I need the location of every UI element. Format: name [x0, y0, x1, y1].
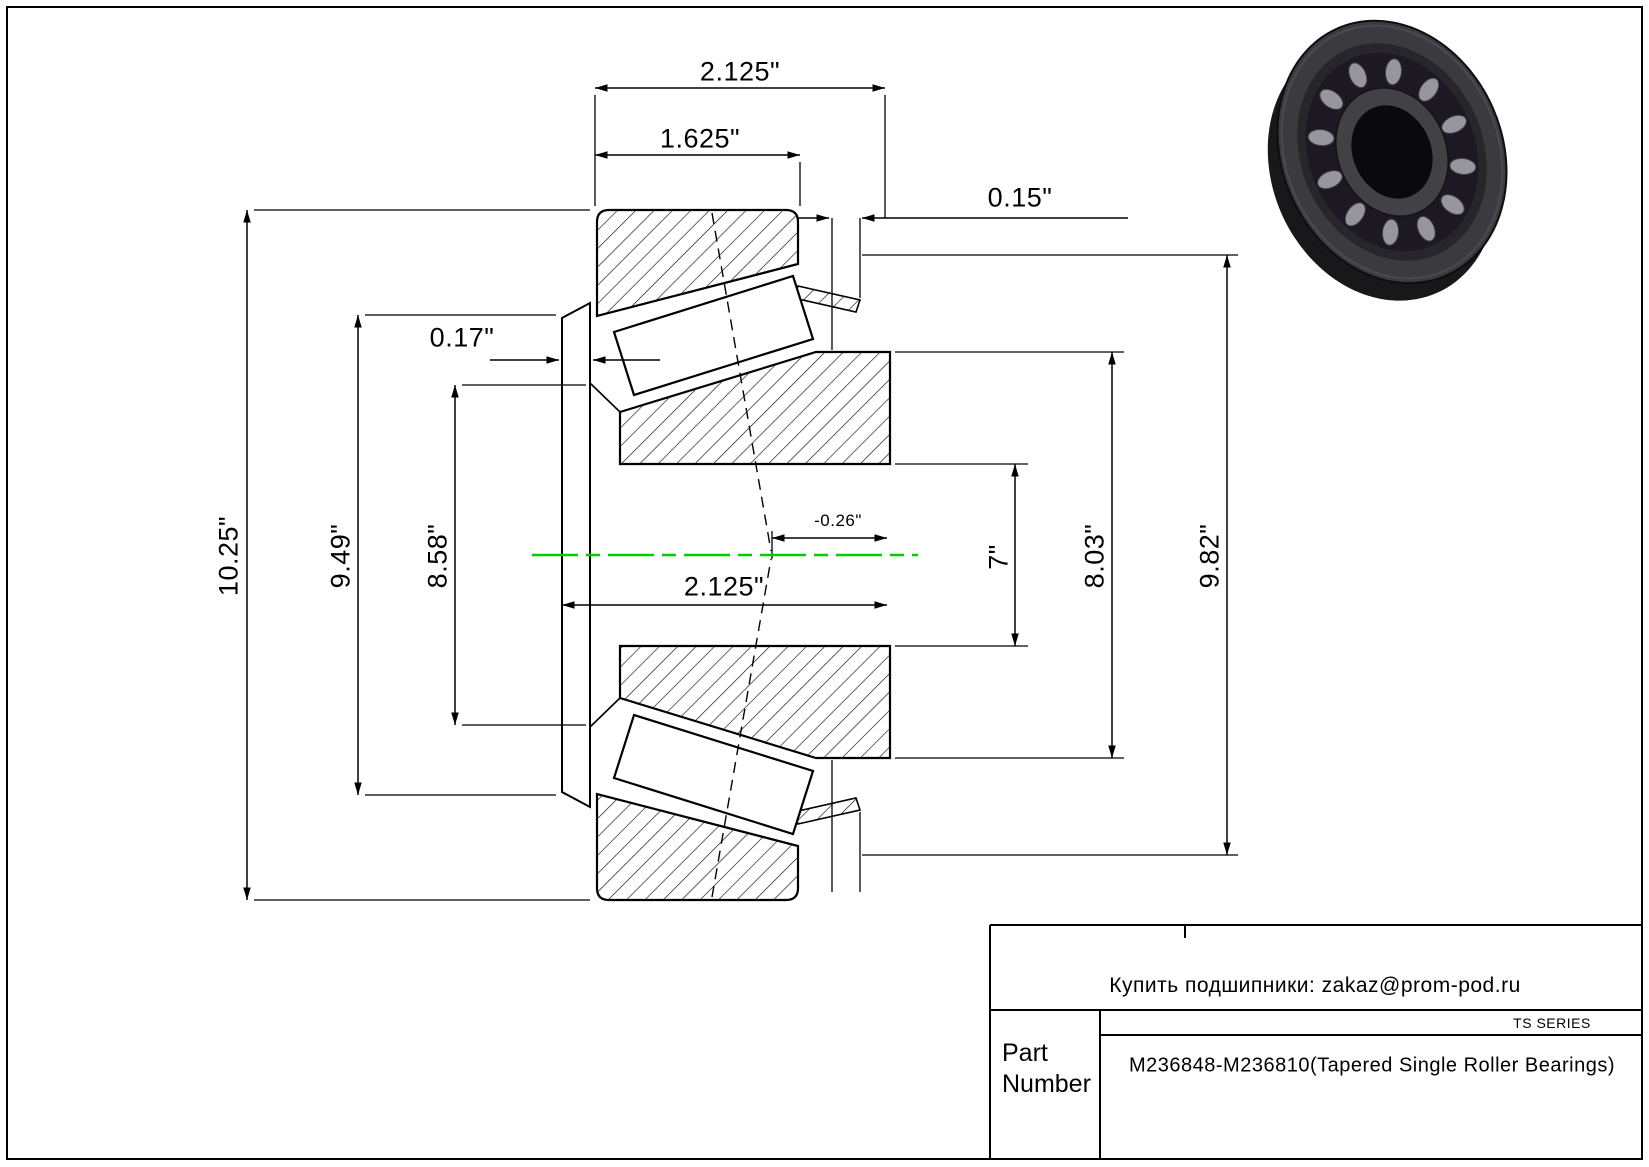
dim-949-lines [354, 314, 556, 796]
dim-rib-thickness: 0.17" [429, 322, 495, 353]
title-block [989, 924, 1641, 1158]
cone-top-section [618, 350, 892, 466]
dim-width-cup: 1.625" [659, 123, 741, 154]
dim-standout: 0.15" [987, 182, 1053, 213]
dim-outer-flange-dia: 10.25" [213, 515, 244, 597]
cone-bottom-section [618, 644, 892, 760]
bearing-3d-render [1267, 19, 1508, 301]
dim-width-cone: 2.125" [683, 571, 765, 602]
sheet-border [6, 6, 1643, 1160]
supplier-email-line: Купить подшипники: zakaz@prom-pod.ru [1109, 974, 1521, 997]
cup-top-section [595, 208, 800, 318]
dim-flange-dia: 9.49" [325, 523, 356, 589]
dim-803-lines [895, 351, 1124, 759]
bearing-rim-highlight [1280, 24, 1504, 280]
part-number-value: M236848-M236810(Tapered Single Roller Be… [1129, 1054, 1615, 1077]
cup-bottom-section [595, 792, 800, 902]
cone-front-chamfer-bottom [589, 697, 621, 728]
dim-1025-lines [243, 209, 590, 901]
dim-effective-center: -0.26" [814, 511, 862, 530]
bearing-bore [1351, 105, 1433, 199]
dim-standout-lines [798, 214, 1128, 892]
bearing-rollers [1307, 58, 1477, 246]
bearing-cross-section [561, 208, 892, 902]
part-number-label: Part Number [1002, 1039, 1091, 1099]
dim-bore-dia: 7" [983, 544, 1014, 570]
dim-bore-lines [895, 463, 1028, 647]
dim-width-overall-lines [594, 84, 886, 218]
series-label: TS SERIES [1513, 1015, 1591, 1031]
dimension-lines [243, 84, 1238, 901]
roller-axis-top [711, 212, 772, 552]
dim-rib-dia: 8.58" [422, 523, 453, 589]
roller-axis-bottom [711, 558, 772, 898]
dim-982-lines [862, 254, 1238, 856]
dim-width-overall: 2.125" [699, 56, 781, 87]
dim-858-lines [451, 384, 586, 726]
dim-outer-dia: 9.82" [1194, 523, 1225, 589]
roller-bottom [612, 713, 815, 836]
roller-top [612, 274, 815, 397]
cone-front-chamfer-top [589, 382, 621, 413]
dim-width-cup-lines [595, 151, 801, 206]
dim-cup-front-dia: 8.03" [1079, 523, 1110, 589]
